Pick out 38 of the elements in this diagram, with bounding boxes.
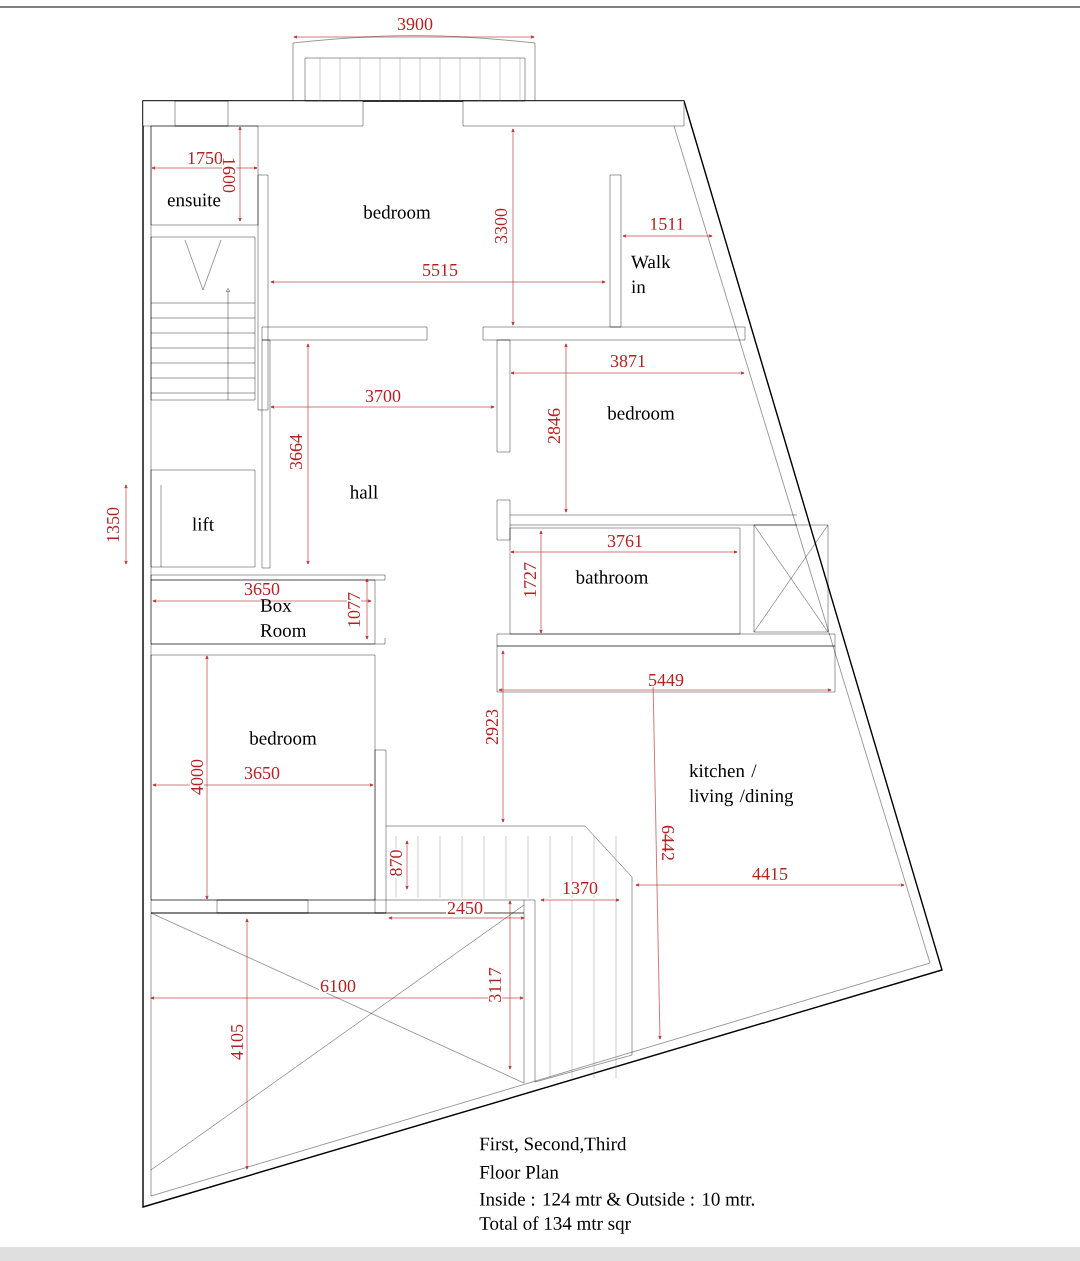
dimension-label: 3871 (609, 353, 647, 369)
dimension-label: 1511 (648, 217, 686, 232)
dimension-label: 3700 (364, 388, 402, 404)
room-label: bedroom (249, 731, 317, 745)
dimension-label: 2923 (484, 708, 500, 746)
dimension-label: 5449 (647, 672, 685, 688)
dimension-label: 3664 (288, 433, 304, 471)
note-text: Inside : 124 mtr & Outside : 10 mtr. (479, 1192, 754, 1206)
dimension-label: 4105 (229, 1023, 245, 1061)
room-label: kitchen / living /dining (689, 763, 794, 807)
dimension-label: 3650 (243, 765, 281, 781)
note-text: Total of 134 mtr sqr (479, 1216, 631, 1234)
dimension-label: 5515 (421, 263, 459, 278)
dimension-label: 3900 (396, 16, 434, 32)
dimension-label: 2846 (546, 407, 562, 445)
note-text: First, Second,Third (479, 1136, 627, 1154)
dimension-label: 1370 (561, 880, 599, 896)
room-label: Walk in (631, 254, 671, 294)
dimension-label: 1077 (346, 591, 362, 629)
room-label: ensuite (167, 193, 221, 207)
room-label: hall (349, 485, 378, 499)
dimension-label: 1350 (105, 506, 121, 544)
dimension-label: 4415 (751, 867, 789, 882)
dimension-label: 3650 (243, 581, 281, 597)
dimension-label: 6100 (319, 978, 357, 994)
room-label: Box Room (260, 599, 307, 637)
room-label: bathroom (575, 570, 649, 584)
dimension-label: 3117 (487, 966, 503, 1004)
room-label: lift (192, 517, 214, 531)
dimension-label: 870 (388, 848, 404, 878)
dimension-label: 3300 (493, 207, 509, 245)
room-label: bedroom (363, 205, 431, 219)
dimension-label: 1727 (523, 561, 537, 599)
dimension-label: 4000 (189, 758, 205, 796)
room-label: bedroom (607, 406, 675, 420)
note-text: Floor Plan (479, 1165, 559, 1179)
dimension-label: 3761 (606, 533, 644, 549)
dimension-label: 6442 (660, 824, 676, 862)
